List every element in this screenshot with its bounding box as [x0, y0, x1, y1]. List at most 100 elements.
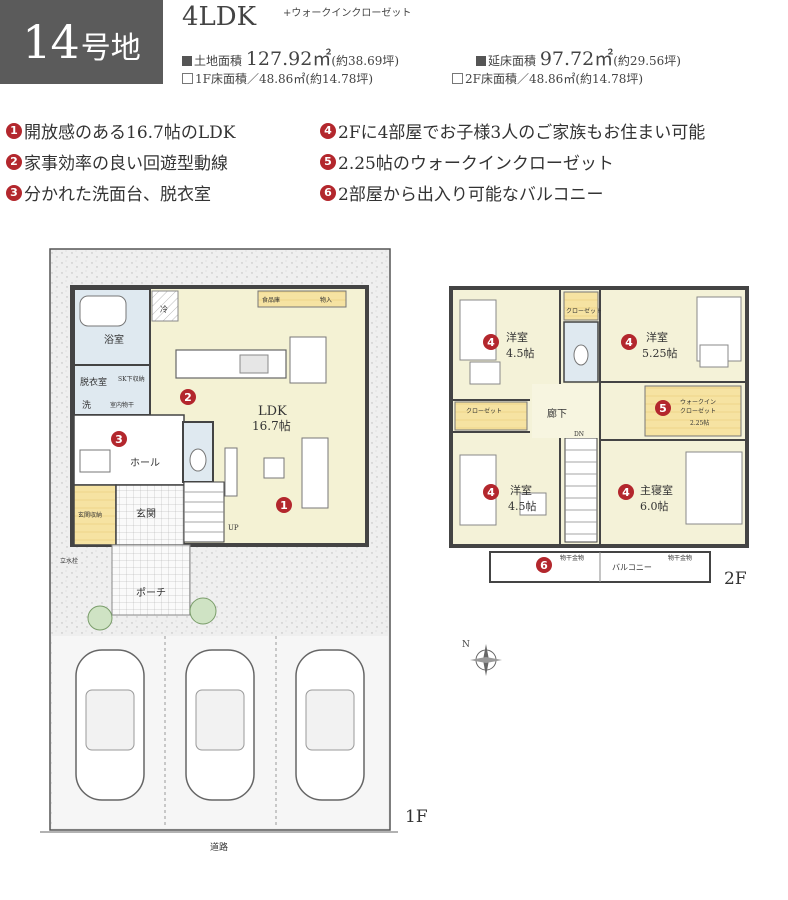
floor2-plan: 洋室 4.5帖 洋室 5.25帖 洋室 4.5帖 主寝室 6.0帖 廊下 ウォー… [449, 286, 749, 589]
room-tr-name: 洋室 [646, 330, 668, 344]
wash-room [73, 364, 151, 416]
faucet-label: 立水栓 [60, 557, 78, 565]
svg-text:5: 5 [659, 402, 667, 415]
marker-4-bl: 4 [483, 484, 499, 500]
wash-label: 洗 [82, 399, 91, 411]
sk-label: SK下収納 [118, 375, 145, 383]
wic-label-2: クローゼット [680, 407, 716, 415]
marker-2: 2 [180, 389, 196, 405]
lot-number: 14 [22, 15, 80, 69]
lot-number-badge: 14 号地 [0, 0, 163, 84]
shrub [189, 597, 217, 625]
marker-3: 3 [111, 431, 127, 447]
entrance-label: 玄関 [136, 507, 156, 520]
marker-4-tl: 4 [483, 334, 499, 350]
tv-board [224, 447, 238, 497]
compass-icon: N [462, 640, 502, 676]
floor-area: 延床面積 97.72㎡(約29.56坪) [476, 44, 681, 71]
shoe-storage-label: 玄関収納 [78, 511, 102, 519]
shelf-label: 物入 [320, 296, 332, 304]
fridge-space [151, 290, 179, 322]
hanger-right: 物干金物 [668, 554, 692, 562]
car-1 [75, 649, 145, 801]
master-name: 主寝室 [640, 483, 673, 497]
marker-5: 5 [655, 400, 671, 416]
room-tl-name: 洋室 [506, 330, 528, 344]
wic-size: 2.25帖 [690, 419, 709, 427]
sofa [301, 437, 329, 509]
washroom-label: 脱衣室 [80, 376, 107, 388]
kitchen-counter [175, 349, 287, 379]
desk [519, 492, 547, 516]
compass-north-label: N [462, 640, 470, 650]
car-2 [185, 649, 255, 801]
corridor [532, 384, 598, 438]
svg-text:4: 4 [622, 486, 630, 499]
marker-1: 1 [276, 497, 292, 513]
floor1-area: 1F床面積／48.86㎡(約14.78坪) [182, 70, 373, 87]
washbasin [79, 449, 111, 473]
plan-extra: +ウォークインクローゼット [283, 8, 412, 19]
feature-marker: 4 [320, 122, 336, 139]
sink [239, 354, 269, 374]
bed [459, 299, 497, 361]
toilet [189, 448, 207, 472]
floor1-plan: LDK 16.7帖 浴室 脱衣室 洗 SK下収納 室内物干 ホール 玄関 玄関収… [40, 248, 428, 853]
shoe-storage [73, 484, 117, 546]
bath-label: 浴室 [104, 333, 124, 346]
land-area: 土地面積 127.92㎡(約38.69坪) [182, 44, 399, 71]
feature-marker: 1 [6, 122, 22, 139]
ldk-size: 16.7帖 [252, 418, 291, 433]
feature-marker: 2 [6, 153, 22, 170]
closet-label: クローゼット [466, 407, 502, 415]
indoor-dry-label: 室内物干 [110, 401, 134, 409]
hanger-left: 物干金物 [560, 554, 584, 562]
square-icon [476, 56, 486, 66]
bathtub [79, 295, 127, 327]
toilet-2f [573, 344, 589, 366]
open-square-icon [452, 73, 463, 84]
closet-tr [563, 291, 599, 321]
feature-marker: 5 [320, 153, 336, 170]
corridor-label: 廊下 [547, 407, 567, 420]
feature-marker: 3 [6, 184, 22, 201]
floor2-label: 2F [724, 569, 747, 589]
floor2-area: 2F床面積／48.86㎡(約14.78坪) [452, 70, 643, 87]
balcony-label: バルコニー [612, 563, 652, 572]
svg-text:2: 2 [184, 391, 192, 404]
coffee-table [263, 457, 285, 479]
hall-label: ホール [130, 457, 160, 469]
bed [685, 451, 743, 525]
closet-label-2: クローゼット [566, 307, 602, 315]
svg-text:4: 4 [625, 336, 633, 349]
room-bl-size: 4.5帖 [508, 500, 537, 513]
car-3 [295, 649, 365, 801]
room-tl-size: 4.5帖 [506, 347, 535, 360]
square-icon [182, 56, 192, 66]
dn-label: DN [574, 431, 584, 438]
plan-type: 4LDK [182, 2, 257, 32]
fridge-label: 冷 [160, 304, 168, 314]
svg-text:3: 3 [115, 433, 123, 446]
master-size: 6.0帖 [640, 500, 669, 513]
stairs-2f [564, 437, 598, 543]
pantry [257, 290, 347, 308]
road-label: 道路 [210, 841, 228, 853]
svg-text:1: 1 [280, 499, 288, 512]
up-label: UP [228, 524, 239, 532]
porch [111, 544, 191, 616]
svg-text:4: 4 [487, 486, 495, 499]
room-tr-size: 5.25帖 [642, 347, 678, 360]
ldk-label: LDK [258, 404, 287, 419]
shrub [87, 605, 113, 631]
wic-label: ウォークイン [680, 398, 716, 406]
porch-label: ポーチ [136, 587, 166, 599]
pantry-label: 食品庫 [262, 296, 280, 304]
